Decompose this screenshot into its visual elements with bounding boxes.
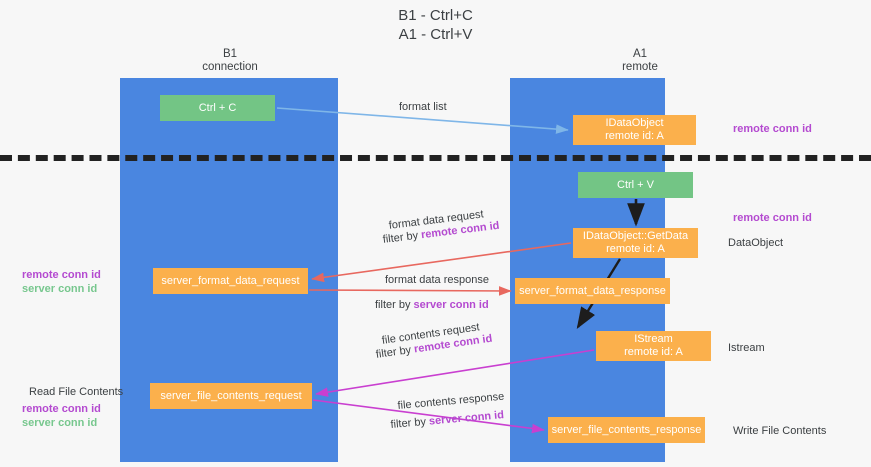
node-ctrl-c[interactable]: Ctrl + C <box>160 95 275 121</box>
node-server-file-contents-request[interactable]: server_file_contents_request <box>150 383 312 409</box>
node-server-format-data-response[interactable]: server_format_data_response <box>515 278 670 304</box>
arrow-format-data-response <box>308 286 512 296</box>
filter-prefix: filter by <box>382 229 422 246</box>
diagram-title: B1 - Ctrl+C A1 - Ctrl+V <box>398 7 473 43</box>
filter-prefix: filter by <box>375 343 415 361</box>
label-remote-conn-id-top: remote conn id <box>733 123 812 135</box>
node-istream[interactable]: IStream remote id: A <box>596 331 711 361</box>
lane-heading-b1: B1 connection <box>202 48 258 73</box>
label-read-file-contents: Read File Contents <box>29 386 124 398</box>
filter-key-server-conn-id: server conn id <box>413 299 489 311</box>
flow-label-format-list: format list <box>399 101 447 113</box>
filter-prefix: filter by <box>390 415 430 431</box>
label-left-server-conn-id-bottom: server conn id <box>22 417 98 429</box>
label-left-conn-ids-mid: remote conn id server conn id <box>22 268 101 296</box>
lane-heading-a1: A1 remote <box>622 48 658 73</box>
flow-label-format-data-response: format data response <box>385 274 489 286</box>
filter-prefix: filter by <box>375 299 414 311</box>
node-ctrl-v[interactable]: Ctrl + V <box>578 172 693 198</box>
label-left-remote-conn-id: remote conn id <box>22 269 101 281</box>
node-idataobject[interactable]: IDataObject remote id: A <box>573 115 696 145</box>
label-left-conn-ids-bottom: remote conn id server conn id <box>22 402 101 430</box>
label-dataobject: DataObject <box>728 237 784 249</box>
label-write-file-contents: Write File Contents <box>733 425 827 437</box>
filter-key-server-conn-id: server conn id <box>428 409 505 428</box>
label-left-server-conn-id: server conn id <box>22 283 98 295</box>
phase-divider <box>0 155 871 161</box>
node-server-format-data-request[interactable]: server_format_data_request <box>153 268 308 294</box>
node-server-file-contents-response[interactable]: server_file_contents_response <box>548 417 705 443</box>
label-left-remote-conn-id-bottom: remote conn id <box>22 403 101 415</box>
label-istream: Istream <box>728 342 765 354</box>
label-remote-conn-id-mid: remote conn id <box>733 212 812 224</box>
flow-label-format-data-response-filter: filter by server conn id <box>375 298 489 313</box>
node-idataobject-getdata[interactable]: IDataObject::GetData remote id: A <box>573 228 698 258</box>
